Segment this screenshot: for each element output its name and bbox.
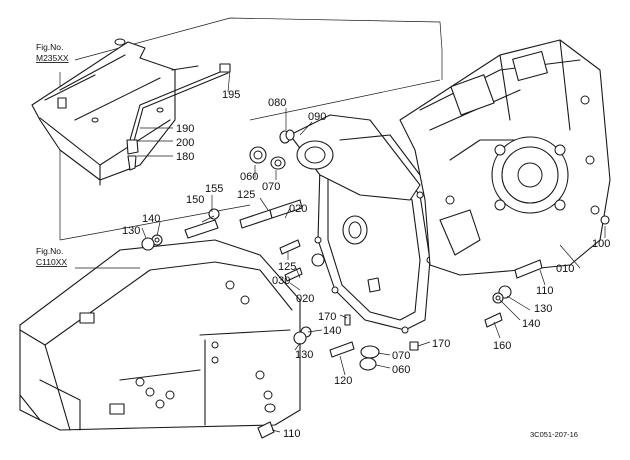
callout-label: 020 <box>289 203 307 215</box>
fig-ref-2-line2: C110XX <box>36 257 67 267</box>
callout-label: 170 <box>432 338 450 350</box>
callout-label: 125 <box>278 261 296 273</box>
callout-label: 130 <box>122 225 140 237</box>
transmission-case-lower <box>19 239 301 431</box>
callout-label: 100 <box>592 238 610 250</box>
callout-label: 190 <box>176 123 194 135</box>
callout-label: 170 <box>318 311 336 323</box>
callout-label: 030 <box>272 275 290 287</box>
leader-lines <box>75 69 606 433</box>
callout-label: 200 <box>176 137 194 149</box>
front-housing <box>289 114 421 245</box>
callout-label: 060 <box>392 364 410 376</box>
callout-label: 140 <box>522 318 540 330</box>
fig-ref-2-line1: Fig.No. <box>36 246 63 256</box>
callout-label: 020 <box>296 293 314 305</box>
callout-label: 160 <box>493 340 511 352</box>
callout-label: 010 <box>556 263 574 275</box>
callout-label: 080 <box>268 97 286 109</box>
fig-ref-1-line1: Fig.No. <box>36 42 63 52</box>
callout-label: 120 <box>334 375 352 387</box>
callout-label: 070 <box>392 350 410 362</box>
callout-label: 125 <box>237 189 255 201</box>
callout-label: 130 <box>534 303 552 315</box>
fig-ref-1-line2: M235XX <box>36 53 69 63</box>
dipstick-pipe <box>126 63 231 171</box>
oil-tank <box>31 38 199 186</box>
diagram-code: 3C051-207-16 <box>530 430 578 439</box>
callout-label: 140 <box>323 325 341 337</box>
callout-label: 060 <box>240 171 258 183</box>
transmission-case-rear <box>399 39 611 276</box>
callout-label: 070 <box>262 181 280 193</box>
callout-label: 150 <box>186 194 204 206</box>
callout-label: 110 <box>283 428 301 440</box>
callout-label: 155 <box>205 183 223 195</box>
callout-label: 130 <box>295 349 313 361</box>
callout-label: 195 <box>222 89 240 101</box>
callout-label: 110 <box>536 285 554 297</box>
callout-label: 180 <box>176 151 194 163</box>
callout-label: 140 <box>142 213 160 225</box>
callout-label: 090 <box>308 111 326 123</box>
hardware <box>141 129 610 439</box>
